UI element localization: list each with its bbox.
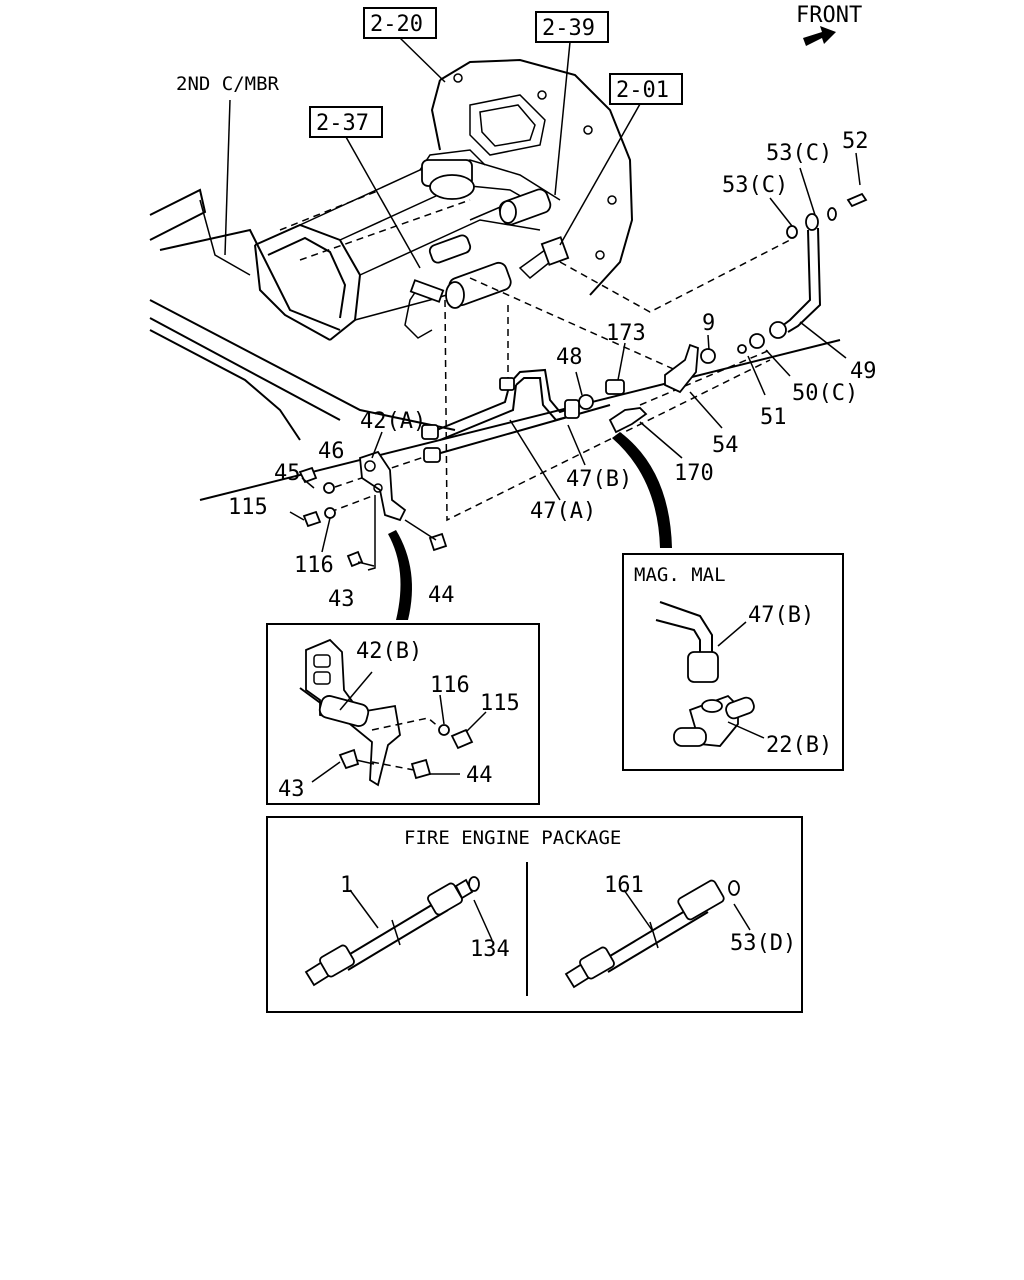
inset-callout-1: 1 [340,873,353,898]
callout-47b: 47(B) [566,467,632,492]
ref-box-2-37[interactable]: 2-37 [309,106,383,138]
front-arrow-icon [803,26,836,46]
inset-bracket: 42(B) 116 115 43 44 [266,623,540,805]
callout-43: 43 [328,587,355,612]
callout-42a: 42(A) [360,409,426,434]
inset-callout-134: 134 [470,937,510,962]
inset-callout-42b: 42(B) [356,639,422,664]
ref-label: 2-37 [316,111,369,136]
ref-box-2-01[interactable]: 2-01 [609,73,683,105]
inset-callout-43: 43 [278,777,305,802]
callout-48: 48 [556,345,583,370]
inset-callout-44: 44 [466,763,493,788]
callout-116: 116 [294,553,334,578]
callout-53c: 53(C) [766,141,832,166]
inset-callout-116: 116 [430,673,470,698]
hydraulic-pipe-routing [329,227,822,522]
callout-44: 44 [428,583,455,608]
slave-cylinder-lower [404,234,570,339]
inset-callout-47b: 47(B) [748,603,814,628]
inset-mag-mal: MAG. MAL 47(B) 22(B) [622,553,844,771]
callout-47a: 47(A) [530,499,596,524]
ref-label: 2-20 [370,12,423,37]
callout-46: 46 [318,439,345,464]
inset-callout-22b: 22(B) [766,733,832,758]
transmission-assembly [254,58,634,341]
callout-54: 54 [712,433,739,458]
callout-115: 115 [228,495,268,520]
callout-53c: 53(C) [722,173,788,198]
callout-50c: 50(C) [792,381,858,406]
ref-label: 2-01 [616,78,669,103]
callout-170: 170 [674,461,714,486]
inset-fire-engine-package: FIRE ENGINE PACKAGE 1 134 161 53(D) [266,816,803,1013]
ref-label: 2-39 [542,16,595,41]
callout-173: 173 [606,321,646,346]
callout-9: 9 [702,311,715,336]
callout-49: 49 [850,359,877,384]
ref-box-2-20[interactable]: 2-20 [363,7,437,39]
callout-52: 52 [842,129,869,154]
front-label: FRONT [796,3,862,28]
inset-callout-161: 161 [604,873,644,898]
pointer-arrow-mag-icon [612,432,672,548]
inset-title: MAG. MAL [634,564,726,586]
inset-callout-53d: 53(D) [730,931,796,956]
ref-leader-lines [345,37,641,269]
ref-box-2-39[interactable]: 2-39 [535,11,609,43]
inset-title: FIRE ENGINE PACKAGE [404,827,621,849]
callout-51: 51 [760,405,787,430]
callout-45: 45 [274,461,301,486]
callout-leaders [289,152,861,553]
second-crossmember-label: 2ND C/MBR [176,73,280,95]
pointer-arrow-bracket-icon [388,530,412,620]
inset-callout-115: 115 [480,691,520,716]
slave-cylinder-upper [469,188,552,226]
